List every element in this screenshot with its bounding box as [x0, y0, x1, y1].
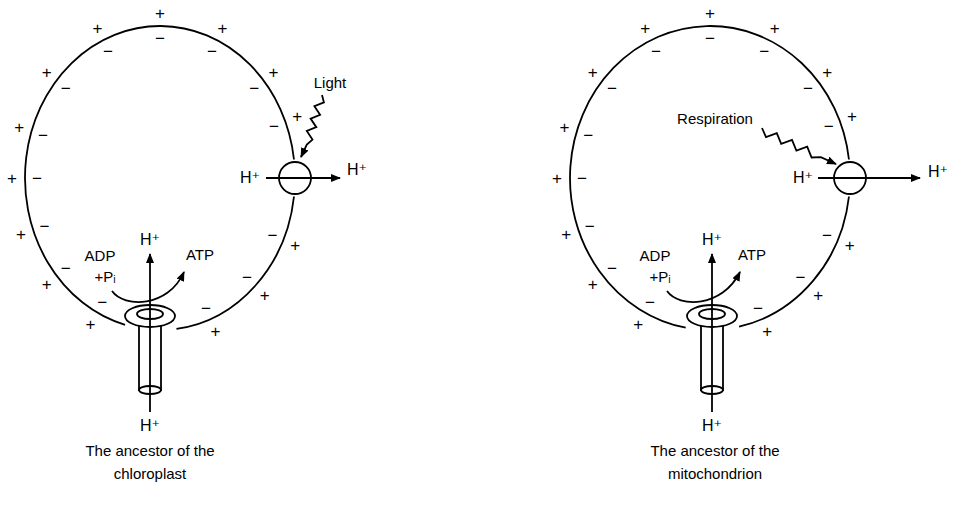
membrane-charge: − — [38, 126, 48, 143]
membrane-charge: + — [640, 20, 650, 37]
proton-label: H⁺ — [140, 418, 160, 434]
membrane-charge: − — [796, 268, 806, 285]
membrane-charge: − — [585, 217, 595, 234]
proton-label: H⁺ — [347, 162, 367, 178]
membrane-charge: − — [607, 259, 617, 276]
membrane-charge: + — [210, 322, 220, 339]
proton-label: H⁺ — [702, 232, 722, 248]
membrane-charge: − — [61, 80, 71, 97]
membrane-charge: − — [97, 293, 107, 310]
proton-label: H⁺ — [140, 232, 160, 248]
membrane-charge: + — [86, 315, 96, 332]
proton-arrow — [149, 254, 151, 412]
process-label: Respiration — [677, 111, 753, 126]
atp-synthesis-arrow — [112, 272, 184, 302]
membrane-charge: − — [824, 117, 834, 134]
membrane-charge: − — [269, 117, 279, 134]
membrane-charge: − — [607, 80, 617, 97]
membrane-charge: + — [845, 237, 855, 254]
membrane-charge: − — [155, 30, 165, 47]
membrane-charge: − — [39, 217, 49, 234]
proton-arrow — [818, 177, 920, 179]
proton-arrow — [266, 177, 340, 179]
membrane-charge: + — [822, 63, 832, 80]
membrane-charge: + — [42, 63, 52, 80]
organelle-caption: The ancestor of the chloroplast — [65, 440, 235, 485]
membrane-charge: + — [813, 286, 823, 303]
membrane-charge: + — [42, 276, 52, 293]
membrane-line — [739, 197, 849, 327]
process-label: ATP — [186, 247, 214, 262]
process-label: ADP — [85, 248, 116, 263]
membrane-charge: + — [292, 108, 302, 125]
membrane-charge: + — [552, 170, 562, 187]
process-label: +Pᵢ — [649, 269, 670, 284]
membrane-charge: + — [762, 322, 772, 339]
membrane-charge: − — [103, 43, 113, 60]
membrane-charge: + — [561, 226, 571, 243]
proton-label: H⁺ — [240, 170, 260, 186]
membrane-charge: − — [705, 30, 715, 47]
membrane-line — [570, 26, 849, 328]
membrane-charge: − — [583, 126, 593, 143]
atp-synthesis-arrow — [667, 272, 740, 302]
membrane-charge: − — [32, 170, 42, 187]
membrane-charge: + — [155, 5, 165, 22]
membrane-charge: − — [207, 43, 217, 60]
membrane-charge: + — [92, 20, 102, 37]
proton-label: H⁺ — [793, 170, 813, 186]
proton-label: H⁺ — [928, 164, 948, 180]
membrane-charge: + — [705, 5, 715, 22]
membrane-line — [25, 26, 294, 325]
light-wavy-arrow — [301, 95, 324, 157]
membrane-charge: − — [267, 226, 277, 243]
membrane-charge: + — [7, 170, 17, 187]
membrane-charge: + — [633, 315, 643, 332]
membrane-charge: − — [201, 299, 211, 316]
membrane-charge: + — [588, 63, 598, 80]
membrane-charge: − — [803, 80, 813, 97]
membrane-charge: + — [16, 226, 26, 243]
membrane-charge: + — [847, 108, 857, 125]
membrane-charge: − — [759, 43, 769, 60]
process-label: ATP — [738, 247, 766, 262]
membrane-charge: − — [822, 226, 832, 243]
membrane-charge: + — [218, 20, 228, 37]
membrane-charge: + — [268, 63, 278, 80]
membrane-charge: − — [651, 43, 661, 60]
membrane-charge: − — [577, 170, 587, 187]
membrane-charge: − — [249, 80, 259, 97]
proton-label: H⁺ — [702, 418, 722, 434]
membrane-charge: − — [753, 299, 763, 316]
membrane-charge: − — [645, 293, 655, 310]
membrane-charge: + — [560, 119, 570, 136]
membrane-charge: − — [61, 259, 71, 276]
process-label: +Pᵢ — [94, 269, 115, 284]
membrane-charge: + — [290, 237, 300, 254]
membrane-charge: + — [260, 286, 270, 303]
proton-arrow — [711, 254, 713, 412]
organelle-caption: The ancestor of the mitochondrion — [630, 440, 800, 485]
process-label: Light — [314, 75, 347, 90]
membrane-line — [176, 197, 294, 329]
membrane-charge: + — [14, 119, 24, 136]
membrane-charge: + — [770, 20, 780, 37]
membrane-charge: − — [242, 268, 252, 285]
membrane-charge: + — [588, 276, 598, 293]
process-label: ADP — [640, 248, 671, 263]
